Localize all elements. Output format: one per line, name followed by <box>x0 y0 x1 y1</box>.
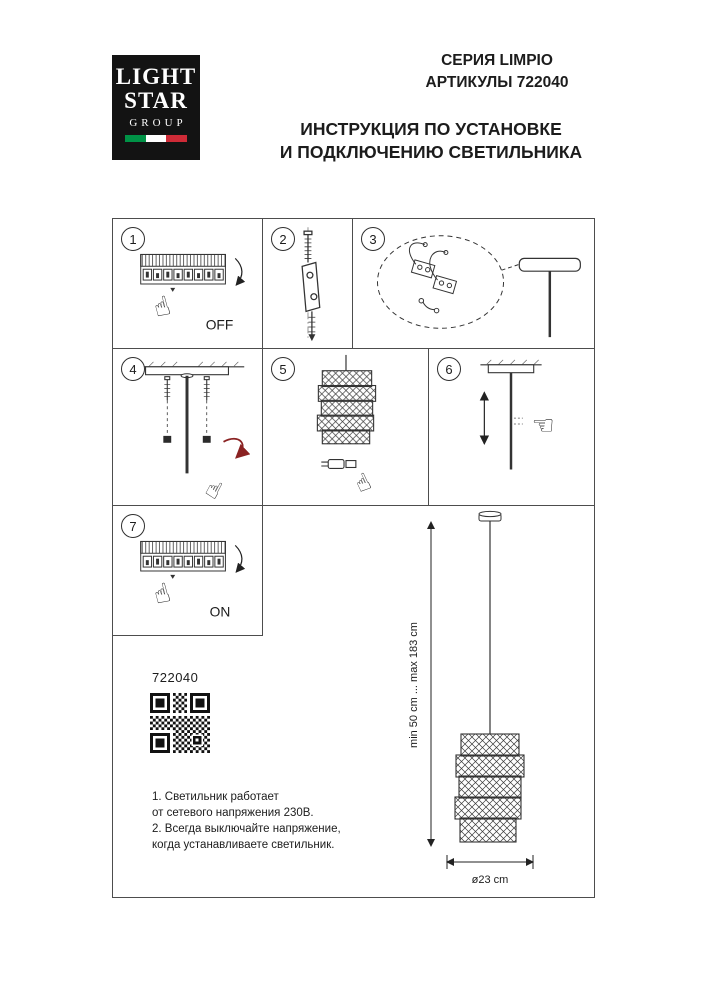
step7-on-label: ON <box>210 604 231 619</box>
step-3-cell: 3 <box>352 218 595 349</box>
product-code: 722040 <box>152 670 199 685</box>
series-block: СЕРИЯ LIMPIO АРТИКУЛЫ 722040 <box>350 50 644 94</box>
step-5-cell: 5 ☝ <box>262 348 429 506</box>
ceiling-mount-drawing: ☝ <box>130 361 251 505</box>
height-adjust-drawing: ☜ <box>479 359 555 470</box>
diameter-label: ø23 cm <box>472 874 509 886</box>
bracket-screws-drawing <box>301 227 321 342</box>
pointing-hand-icon: ☝ <box>150 290 174 324</box>
step-6-cell: 6 ☜ <box>428 348 595 506</box>
italian-flag-stripe <box>125 135 188 142</box>
wiring-connection-drawing <box>376 235 581 338</box>
instruction-line-1: ИНСТРУКЦИЯ ПО УСТАНОВКЕ <box>300 119 562 139</box>
pendant-dimensions-drawing: min 50 cm ... max 183 cm ø23 cm <box>408 510 534 886</box>
flag-red <box>166 135 188 142</box>
instruction-line-2: И ПОДКЛЮЧЕНИЮ СВЕТИЛЬНИКА <box>279 142 583 162</box>
step-1-cell: 1 ☝ OFF <box>112 218 263 349</box>
step-3-number: 3 <box>361 227 385 251</box>
note-line-3: 2. Всегда выключайте напряжение, <box>152 823 341 835</box>
step-6-number: 6 <box>437 357 461 381</box>
step-7-number: 7 <box>121 514 145 538</box>
logo-line-star: STAR <box>124 88 188 113</box>
breaker-on-drawing: ☝ ON <box>140 540 246 619</box>
step-4-cell: 4 ☝ <box>112 348 263 506</box>
logo-line-light: LIGHT <box>115 64 197 89</box>
flag-white <box>145 135 167 142</box>
instruction-title: ИНСТРУКЦИЯ ПО УСТАНОВКЕ И ПОДКЛЮЧЕНИЮ СВ… <box>240 118 622 164</box>
step-4-number: 4 <box>121 357 145 381</box>
step-1-number: 1 <box>121 227 145 251</box>
plugging-hand-icon: ☝ <box>351 467 376 498</box>
step-2-number: 2 <box>271 227 295 251</box>
safety-notes: 1. Светильник работает от сетевого напря… <box>152 789 341 853</box>
note-line-4: когда устанавливаете светильник. <box>152 839 335 851</box>
turning-hand-icon: ☝ <box>201 474 227 505</box>
lightstar-logo: LIGHT STAR GROUP <box>112 55 200 160</box>
pointing-hand-icon: ☝ <box>150 577 174 611</box>
step-7-cell: 7 ☝ ON <box>112 505 263 636</box>
shade-plug-drawing: ☝ <box>316 354 377 499</box>
flag-green <box>125 135 146 142</box>
step1-off-label: OFF <box>206 317 234 332</box>
series-title: СЕРИЯ LIMPIO <box>441 52 553 69</box>
note-line-1: 1. Светильник работает <box>152 791 279 803</box>
breaker-off-drawing: ☝ OFF <box>140 253 246 332</box>
article-number: АРТИКУЛЫ 722040 <box>425 74 569 91</box>
step-5-number: 5 <box>271 357 295 381</box>
height-range-label: min 50 cm ... max 183 cm <box>408 622 420 748</box>
adjusting-hand-icon: ☜ <box>532 411 555 441</box>
logo-line-group: GROUP <box>129 117 187 129</box>
step-2-cell: 2 <box>262 218 353 349</box>
note-line-2: от сетевого напряжения 230В. <box>152 807 314 819</box>
qr-code <box>150 693 210 753</box>
